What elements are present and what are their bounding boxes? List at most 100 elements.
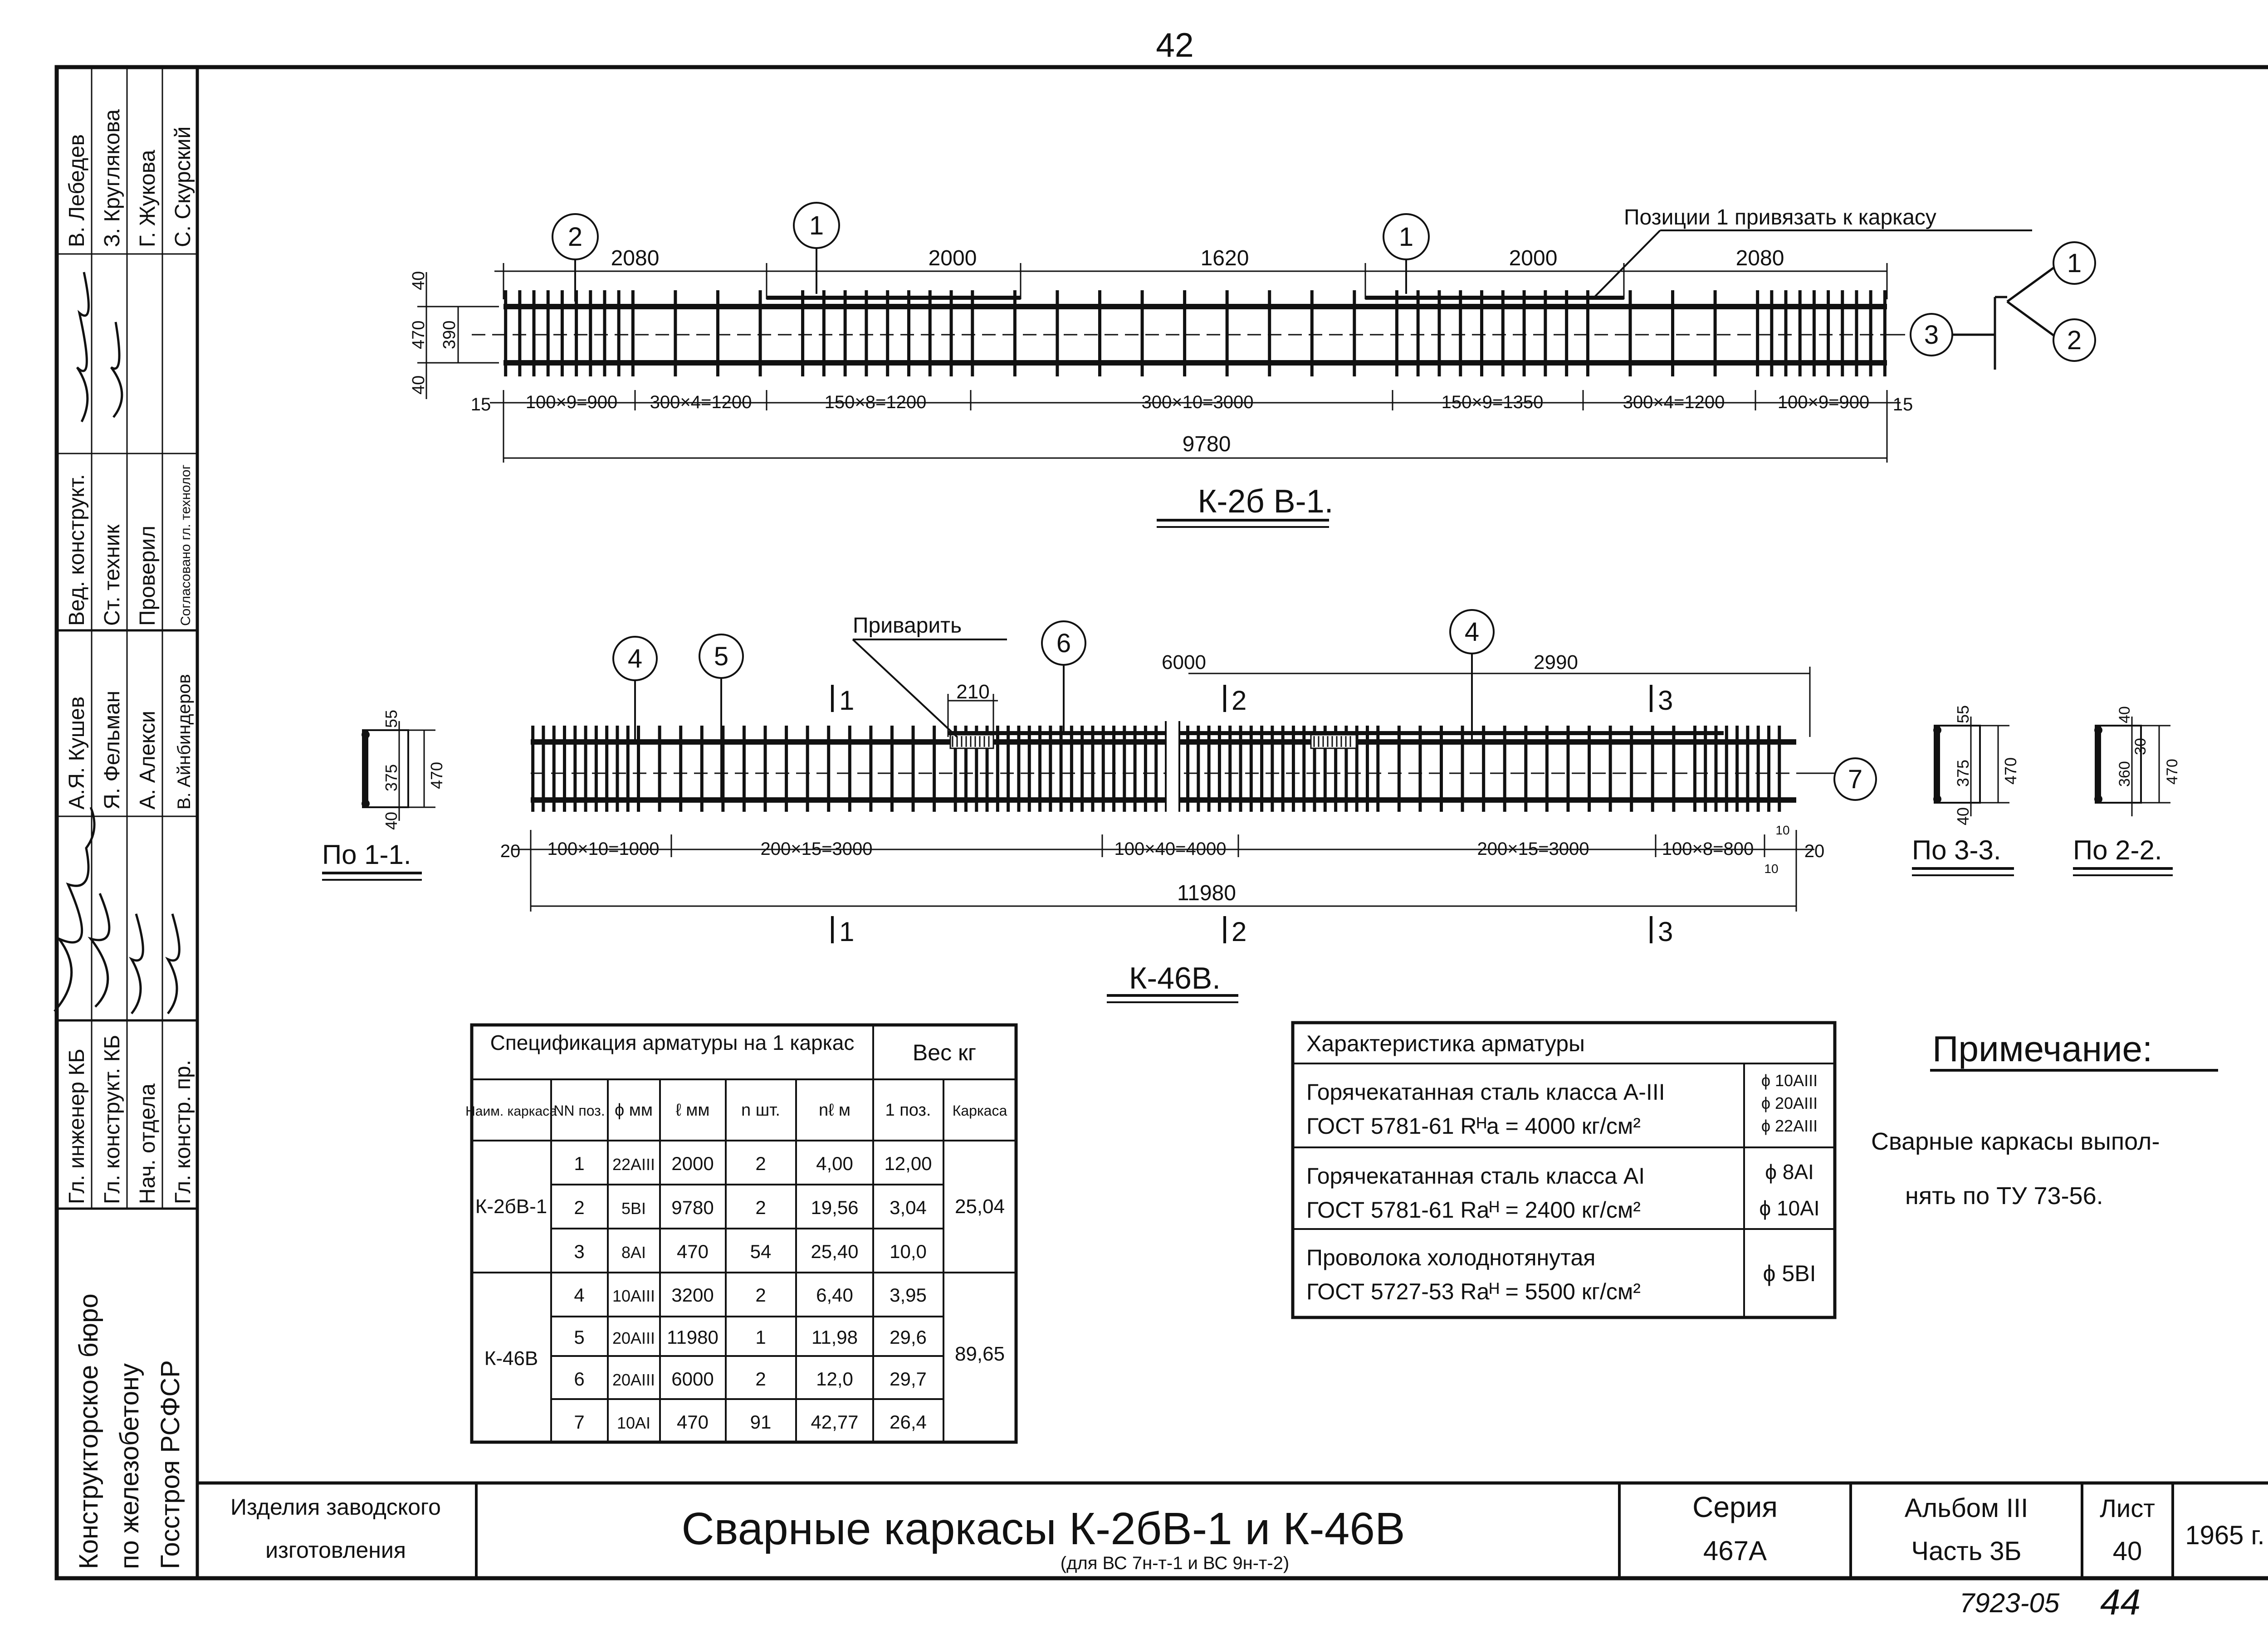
d1-end-dim-left: 15 bbox=[471, 395, 491, 415]
d2-spacing-3: 100×40=4000 bbox=[1114, 839, 1227, 859]
spec-cell: 10АIII bbox=[612, 1287, 655, 1305]
section-1-1: 55 375 470 40 По 1-1. bbox=[322, 710, 446, 881]
spec-cell: 6,40 bbox=[816, 1284, 853, 1306]
role-top-1: Вед. конструкт. bbox=[65, 474, 89, 626]
d1-top-dim-2: 2000 bbox=[929, 246, 977, 270]
d2-spacing-4: 200×15=3000 bbox=[1477, 839, 1589, 859]
signatures bbox=[54, 272, 181, 1015]
char-row1-line1: Горячекатанная сталь класса А-III bbox=[1306, 1079, 1665, 1105]
bureau-line-3: Госстроя РСФСР bbox=[156, 1360, 185, 1569]
spec-cell: 9780 bbox=[671, 1197, 714, 1218]
role-top-2: Ст. техник bbox=[100, 524, 124, 626]
s33-dim-55: 55 bbox=[1954, 705, 1972, 723]
d1-left-dim-390: 390 bbox=[440, 321, 459, 349]
spec-h-name: Наим. каркаса bbox=[465, 1104, 557, 1119]
d1-left-dim-40b: 40 bbox=[409, 376, 428, 395]
spec-h-pos: NN поз. bbox=[553, 1102, 605, 1119]
tb-product-1: Изделия заводского bbox=[230, 1494, 441, 1520]
bar-bottom bbox=[503, 360, 1887, 366]
bureau-line-2: по железобетону bbox=[115, 1363, 144, 1569]
bar-top bbox=[503, 304, 1887, 309]
s33-dim-470: 470 bbox=[2001, 757, 2020, 785]
role-bottom-1: Гл. инженер КБ bbox=[65, 1049, 89, 1204]
signer-bottom-4: В. Айнбиндеров bbox=[174, 674, 194, 810]
role-bottom-4: Гл. констр. пр. bbox=[171, 1060, 195, 1204]
d2-pos-6: 6 bbox=[1056, 629, 1071, 658]
d1-sec-pos-1: 1 bbox=[2067, 249, 2082, 278]
spec-cell: 1 bbox=[755, 1327, 766, 1348]
s33-dim-375: 375 bbox=[1954, 760, 1972, 787]
spec-cell: 19,56 bbox=[811, 1197, 858, 1218]
bar-pos1-right bbox=[1365, 296, 1624, 300]
s33-dim-40: 40 bbox=[1954, 807, 1972, 825]
stirrups-k26b bbox=[504, 290, 1887, 376]
spec-cell: 2000 bbox=[671, 1153, 714, 1174]
spec-cell: 2 bbox=[574, 1197, 584, 1218]
d2-pos-7: 7 bbox=[1848, 765, 1862, 794]
char-row2-size1: ϕ 8АI bbox=[1765, 1160, 1814, 1184]
spec-cell: 6 bbox=[574, 1368, 584, 1390]
char-row3-line2: ГОСТ 5727-53 Rаᴴ = 5500 кг/см² bbox=[1306, 1279, 1641, 1304]
spec-h-1pos: 1 поз. bbox=[885, 1101, 931, 1120]
spec-cell: 2 bbox=[755, 1153, 766, 1174]
spec-cell: 5ВI bbox=[621, 1199, 646, 1218]
s22-dim-470: 470 bbox=[2164, 759, 2181, 785]
tb-part: Часть 3Б bbox=[1911, 1536, 2021, 1566]
spec-cell: 12,00 bbox=[884, 1153, 932, 1174]
section-3-3: 55 375 470 40 По 3-3. bbox=[1912, 705, 2020, 876]
spec-cell: 11,98 bbox=[811, 1327, 858, 1348]
signer-top-1: В. Лебедев bbox=[65, 134, 89, 247]
spec-cell: 3,04 bbox=[890, 1197, 927, 1218]
char-row2-size2: ϕ 10АI bbox=[1759, 1196, 1819, 1220]
bar-pos1-left bbox=[767, 296, 1021, 300]
spec-cell: 12,0 bbox=[816, 1368, 853, 1390]
stamp-number: 7923-05 bbox=[1960, 1588, 2060, 1618]
tb-series-label: Серия bbox=[1692, 1491, 1778, 1523]
d2-spacing-1: 100×10=1000 bbox=[547, 839, 660, 859]
spec-cell: 10АI bbox=[617, 1414, 650, 1432]
d1-title: К-2б В-1. bbox=[1198, 483, 1333, 520]
spec-h-len: ℓ мм bbox=[675, 1101, 709, 1120]
spec-cell: 470 bbox=[677, 1411, 709, 1433]
page-number: 42 bbox=[1156, 26, 1193, 64]
d1-top-dim-5: 2080 bbox=[1736, 246, 1784, 270]
d2-cut-2-bot: 2 bbox=[1232, 917, 1246, 947]
d1-left-dim-40a: 40 bbox=[409, 271, 428, 290]
spec-h-nl: nℓ м bbox=[819, 1101, 850, 1120]
bar-k46-top bbox=[531, 739, 1796, 745]
d2-pos-4a: 4 bbox=[628, 644, 642, 673]
spec-cell: 4,00 bbox=[816, 1153, 853, 1174]
s11-dim-40: 40 bbox=[382, 812, 401, 830]
d2-cut-1-bot: 1 bbox=[839, 917, 854, 947]
d2-total: 11980 bbox=[1177, 881, 1236, 905]
char-row2-line1: Горячекатанная сталь класса АI bbox=[1306, 1163, 1645, 1189]
d2-dim-210: 210 bbox=[956, 681, 989, 703]
sheet-frame bbox=[54, 65, 2268, 1580]
tb-series: 467А bbox=[1703, 1536, 1767, 1566]
spec-cell: 20АIII bbox=[612, 1371, 655, 1389]
spec-group-1-name: К-2бВ-1 bbox=[475, 1195, 547, 1218]
d1-left-dim-470: 470 bbox=[409, 321, 428, 349]
s22-label: По 2-2. bbox=[2073, 835, 2162, 865]
signer-bottom-2: Я. Фельман bbox=[100, 691, 124, 810]
d1-top-dim-3: 1620 bbox=[1201, 246, 1249, 270]
spec-cell: 29,7 bbox=[890, 1368, 927, 1390]
s11-dim-375: 375 bbox=[382, 764, 401, 791]
d2-end-dim-left: 20 bbox=[500, 841, 521, 861]
spec-h-n: n шт. bbox=[741, 1101, 780, 1120]
signer-top-3: Г. Жукова bbox=[136, 150, 160, 247]
note-line-1: Сварные каркасы выпол- bbox=[1871, 1128, 2160, 1155]
left-stamp: В. Лебедев З. Круглякова Г. Жукова С. Ск… bbox=[54, 67, 199, 1578]
s22-dim-30: 30 bbox=[2132, 738, 2149, 755]
s22-dim-40: 40 bbox=[2116, 706, 2133, 723]
d2-dim-6000: 6000 bbox=[1162, 651, 1206, 673]
stirrups-k46b bbox=[531, 726, 1781, 812]
d2-spacing-5: 100×8=800 bbox=[1662, 839, 1754, 859]
note-line-2: нять по ТУ 73-56. bbox=[1905, 1182, 2103, 1210]
d2-cut-3-top: 3 bbox=[1658, 685, 1673, 716]
role-top-3: Проверил bbox=[136, 526, 160, 626]
d1-pos-1a: 1 bbox=[809, 211, 824, 240]
char-table: Характеристика арматуры Горячекатанная с… bbox=[1291, 1021, 1837, 1319]
spec-cell: 26,4 bbox=[890, 1411, 927, 1433]
